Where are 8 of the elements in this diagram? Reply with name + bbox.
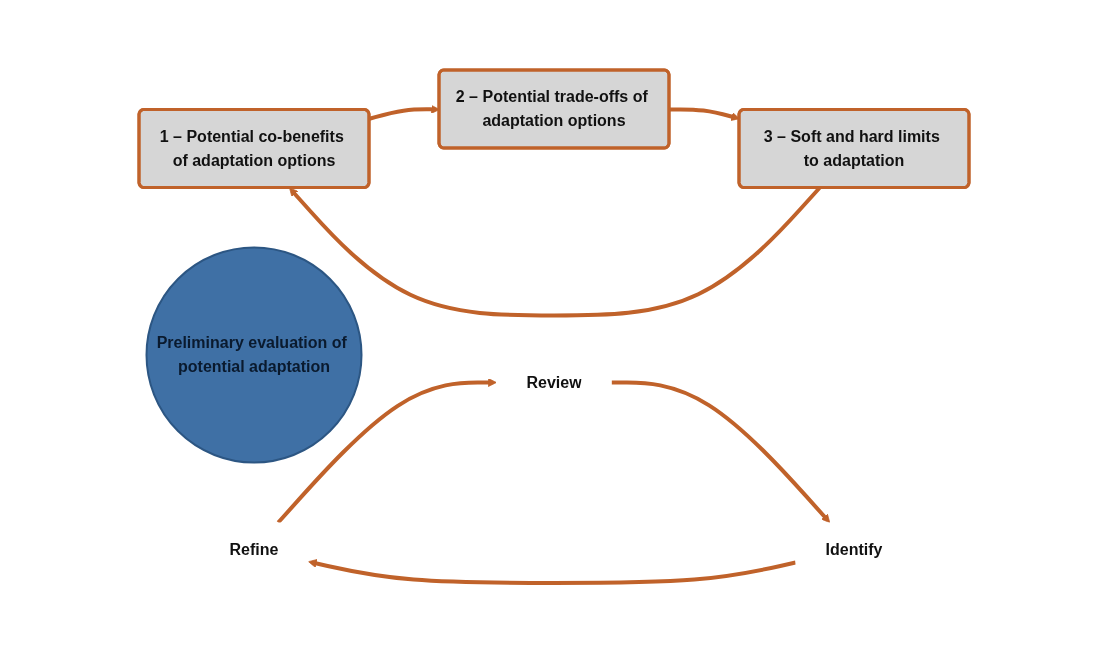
arrow — [276, 378, 497, 524]
arrow — [308, 559, 796, 585]
node-text: Refine — [229, 540, 279, 558]
arrow — [669, 107, 740, 121]
node-text: Review — [526, 373, 582, 391]
node-circle: Preliminary evaluation of potential adaptation — [145, 246, 363, 464]
arrow — [611, 380, 831, 523]
node-text: Identify — [825, 540, 883, 558]
